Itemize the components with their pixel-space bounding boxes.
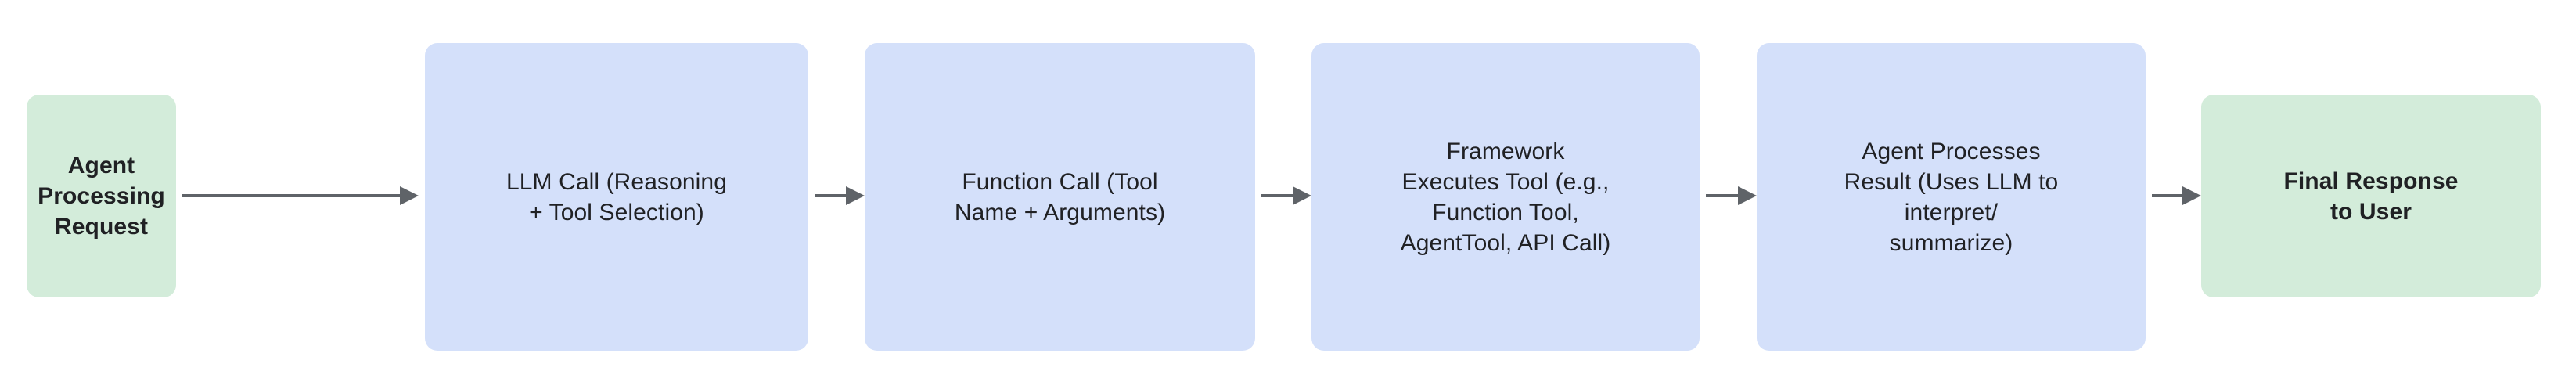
flow-node-final-response-to-user[interactable]: Final Response to User bbox=[2201, 95, 2541, 297]
flow-node-agent-processes-result[interactable]: Agent Processes Result (Uses LLM to inte… bbox=[1757, 43, 2146, 351]
flow-node-label: Framework Executes Tool (e.g., Function … bbox=[1400, 138, 1611, 256]
flow-node-llm-call[interactable]: LLM Call (Reasoning + Tool Selection) bbox=[425, 43, 808, 351]
arrow-head-icon bbox=[1738, 186, 1757, 205]
flow-arrow-4 bbox=[1706, 186, 1757, 205]
flow-node-label: Final Response to User bbox=[2283, 168, 2459, 225]
arrow-shaft bbox=[1706, 194, 1739, 197]
flow-node-label: Function Call (Tool Name + Arguments) bbox=[954, 168, 1166, 225]
arrow-shaft bbox=[1261, 194, 1293, 197]
flow-node-label: LLM Call (Reasoning + Tool Selection) bbox=[505, 168, 728, 225]
flow-node-function-call[interactable]: Function Call (Tool Name + Arguments) bbox=[865, 43, 1255, 351]
arrow-head-icon bbox=[400, 186, 419, 205]
flow-arrow-3 bbox=[1261, 186, 1311, 205]
arrow-shaft bbox=[182, 194, 401, 197]
flow-arrow-2 bbox=[815, 186, 865, 205]
flow-node-framework-executes-tool[interactable]: Framework Executes Tool (e.g., Function … bbox=[1311, 43, 1700, 351]
flow-node-label: Agent Processes Result (Uses LLM to inte… bbox=[1844, 138, 2059, 256]
flow-arrow-1 bbox=[182, 186, 419, 205]
flow-node-agent-processing-request[interactable]: Agent Processing Request bbox=[27, 95, 176, 297]
arrow-head-icon bbox=[1293, 186, 1311, 205]
flow-node-label: Agent Processing Request bbox=[38, 153, 165, 240]
arrow-shaft bbox=[2152, 194, 2183, 197]
flow-arrow-5 bbox=[2152, 186, 2201, 205]
arrow-shaft bbox=[815, 194, 847, 197]
arrow-head-icon bbox=[846, 186, 865, 205]
arrow-head-icon bbox=[2182, 186, 2201, 205]
